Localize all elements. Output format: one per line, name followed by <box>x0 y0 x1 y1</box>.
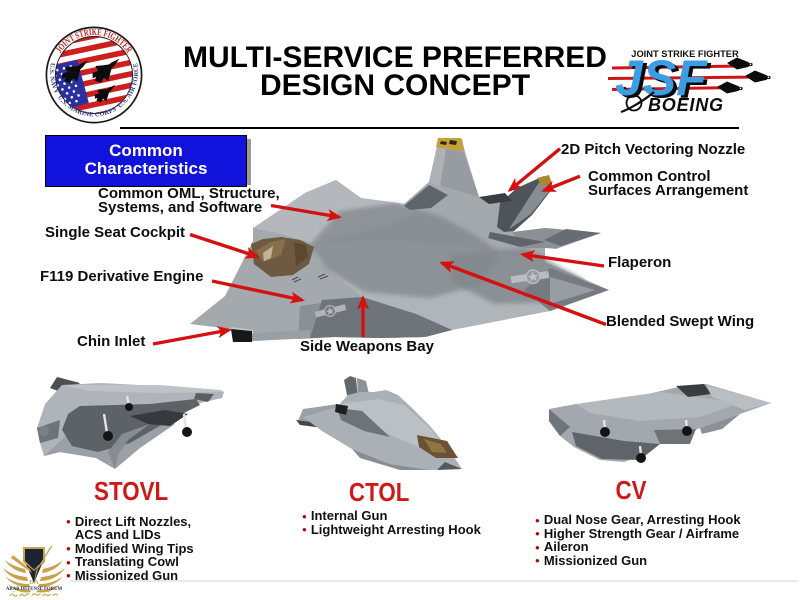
svg-text:JSF: JSF <box>619 53 712 109</box>
svg-text:DA: DA <box>29 579 39 586</box>
svg-text:ARAB DEFENSE FORUM: ARAB DEFENSE FORUM <box>6 587 63 592</box>
svg-text:JOINT STRIKE FIGHTER: JOINT STRIKE FIGHTER <box>631 49 739 59</box>
svg-text:BOEING: BOEING <box>648 95 724 115</box>
